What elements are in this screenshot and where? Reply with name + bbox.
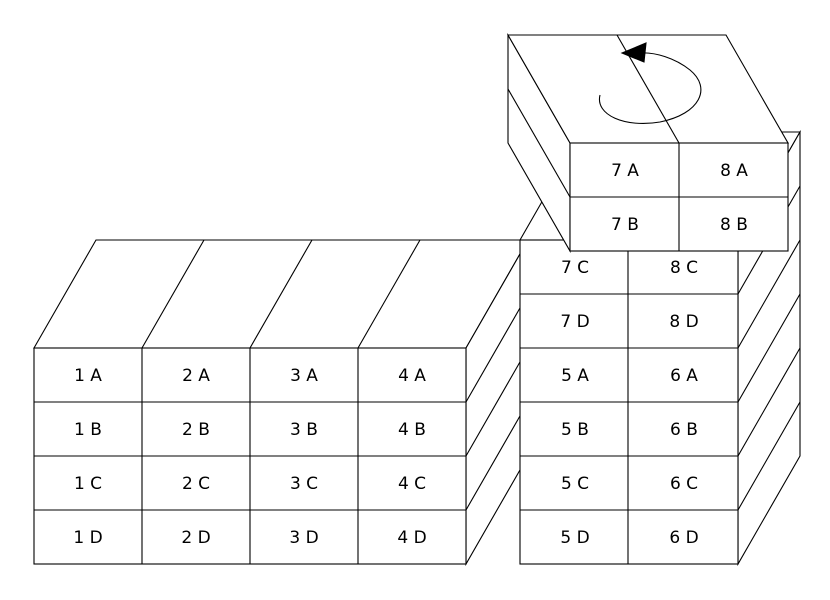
- lifted-side-divider: [507, 88, 571, 198]
- box-label: 4 A: [398, 366, 426, 386]
- box-label: 1 D: [73, 528, 102, 548]
- left-side-divider-1: [465, 293, 529, 403]
- rotate-counterclockwise-arrow-icon: [598, 42, 702, 124]
- right-side-divider-5: [737, 401, 801, 511]
- box-label: 2 B: [182, 420, 210, 440]
- box-label: 1 B: [74, 420, 102, 440]
- left-top-divider-2: [249, 239, 313, 349]
- box-label: 6 C: [670, 474, 698, 494]
- box-label: 4 B: [398, 420, 426, 440]
- box-label: 3 A: [290, 366, 318, 386]
- box-label: 5 D: [560, 528, 589, 548]
- box-label: 5 C: [561, 474, 589, 494]
- box-label: 4 D: [397, 528, 426, 548]
- box-label: 7 D: [560, 312, 589, 332]
- box-label: 1 C: [74, 474, 102, 494]
- box-label: 5 B: [561, 420, 589, 440]
- right-side-divider-3: [737, 293, 801, 403]
- box-label: 7 B: [611, 215, 639, 235]
- box-label: 7 C: [561, 258, 589, 278]
- left-side-divider-3: [465, 401, 529, 511]
- box-label: 4 C: [398, 474, 426, 494]
- box-label: 3 C: [290, 474, 318, 494]
- box-label: 8 D: [669, 312, 698, 332]
- box-label: 6 A: [670, 366, 698, 386]
- box-label: 2 A: [182, 366, 210, 386]
- box-label: 1 A: [74, 366, 102, 386]
- left-stack: 1 A 2 A 3 A 4 A 1 B 2 B 3 B 4 B 1 C 2 C …: [33, 237, 529, 567]
- box-label: 6 B: [670, 420, 698, 440]
- box-label: 8 C: [670, 258, 698, 278]
- box-label: 5 A: [561, 366, 589, 386]
- box-label: 7 A: [611, 161, 639, 181]
- box-label: 3 D: [289, 528, 318, 548]
- box-label: 8 A: [720, 161, 748, 181]
- left-top-divider-1: [141, 239, 205, 349]
- box-label: 8 B: [720, 215, 748, 235]
- right-side-divider-2: [737, 239, 801, 349]
- rotation-arc: [598, 52, 702, 124]
- left-top-divider-3: [357, 239, 421, 349]
- box-label: 6 D: [669, 528, 698, 548]
- box-label: 3 B: [290, 420, 318, 440]
- box-label: 2 C: [182, 474, 210, 494]
- lifted-block: 7 A 8 A 7 B 8 B: [507, 32, 789, 254]
- right-side-divider-4: [737, 347, 801, 457]
- box-label: 2 D: [181, 528, 210, 548]
- left-side-divider-2: [465, 347, 529, 457]
- rotation-arrowhead: [620, 42, 647, 63]
